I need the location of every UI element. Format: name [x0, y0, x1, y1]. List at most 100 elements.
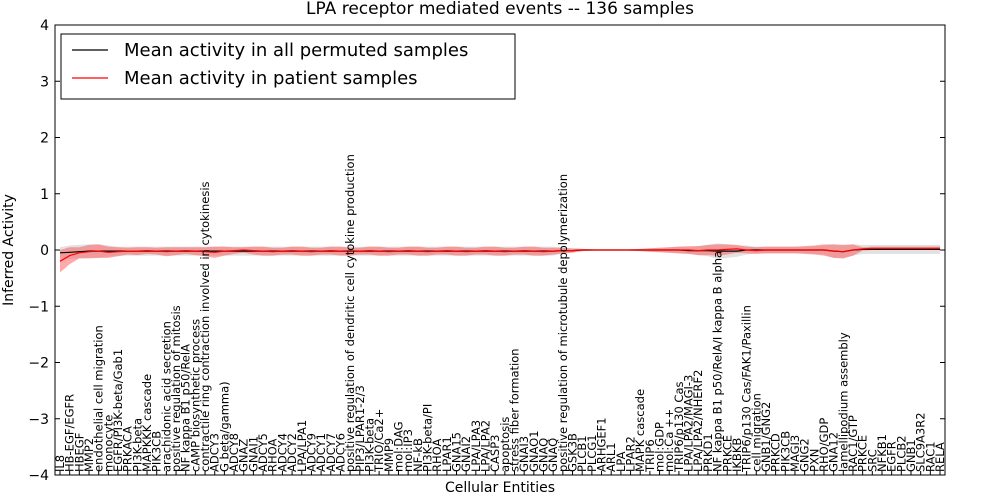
x-tick-label: TRIO/Ca2+ [372, 409, 386, 473]
x-tick-label: CASP3 [488, 435, 502, 472]
x-tick-label: EGFR [885, 441, 899, 472]
x-tick-label: contractile ring contraction involved in… [198, 181, 212, 472]
x-tick-label: LPA/LPA2/NHERF2 [691, 370, 705, 472]
x-tick-label: mol:DAG [391, 421, 405, 472]
x-tick-label: GNG2 [798, 438, 812, 472]
x-tick-label: positive regulation of dendritic cell cy… [343, 154, 357, 472]
y-axis-ticks: −4 −3 −2 −1 0 1 2 3 4 [28, 18, 945, 484]
legend-box [60, 33, 516, 100]
x-tick-label: GNB1/GNG2 [759, 402, 773, 472]
line-patient [59, 247, 940, 262]
x-tick-label: RAC1/GTP [846, 415, 860, 472]
x-tick-label: SLC9A3R2 [914, 412, 928, 472]
x-tick-label: PLCB2 [894, 435, 908, 472]
x-tick-label: LPA [614, 451, 628, 472]
x-tick-label: ADCY7 [324, 433, 338, 472]
y-tick-label: 0 [40, 243, 49, 259]
x-tick-label: RHOA [430, 439, 444, 472]
y-tick-label: 1 [40, 187, 49, 203]
x-tick-label: GNAI3 [517, 436, 531, 472]
x-tick-label: PRKCE [720, 435, 734, 472]
x-tick-label: arachidonic acid secretion [159, 321, 173, 472]
x-tick-label: mol:IP3 [401, 429, 415, 472]
confidence-bands [60, 243, 940, 273]
x-tick-label: ADCY2 [285, 433, 299, 472]
y-tick-label: 2 [40, 131, 49, 147]
x-tick-label: LPAR2 [624, 436, 638, 472]
x-tick-label: GNAQ [537, 438, 551, 472]
x-tick-label: PI3K-beta [130, 418, 144, 472]
x-tick-label: MMP9 [382, 438, 396, 472]
x-tick-label: NF-kB [411, 438, 425, 472]
series-lines [59, 247, 940, 262]
x-tick-label: PRKD1 [701, 433, 715, 472]
x-tick-label: NF kappa B1 p50/RelA [179, 344, 193, 472]
x-tick-label: ADCY8 [227, 433, 241, 472]
x-tick-label: LPA/LPA3 [469, 420, 483, 472]
x-tick-label: IKBKB [730, 438, 744, 472]
x-tick-label: GNAQ [546, 438, 560, 472]
x-tick-label: positive regulation of mitosis [169, 305, 183, 472]
y-tick-label: −1 [28, 299, 49, 315]
x-tick-label: GNA15 [449, 432, 463, 472]
x-tick-label: PIK3CB [778, 431, 792, 472]
y-tick-label: −4 [28, 468, 49, 484]
x-tick-label: PI3K-beta [362, 418, 376, 472]
x-tick-label: HBEGF [72, 433, 86, 472]
x-tick-label: monocyte [101, 415, 115, 472]
x-tick-label: MAGI3 [788, 435, 802, 472]
x-axis-label: Cellular Entities [445, 480, 555, 496]
x-tick-label: LPAR1 [440, 436, 454, 472]
plot-frame [54, 24, 946, 476]
x-tick-label: ADCY1 [314, 433, 328, 472]
x-tick-label: PXN [807, 449, 821, 472]
x-tick-label: TRIP6 [643, 439, 657, 473]
x-tick-label: GNB1 [904, 439, 918, 472]
y-tick-label: 3 [40, 74, 49, 90]
x-tick-label: PI3K-beta/PI [420, 404, 434, 472]
legend: Mean activity in all permuted samplesMea… [60, 33, 516, 100]
x-tick-label: RELA [933, 442, 947, 472]
x-tick-label: apoptosis [498, 417, 512, 472]
x-tick-label: RHO/GDP [817, 418, 831, 472]
x-tick-label: PIK3CB [150, 431, 164, 472]
x-tick-label: endothelial cell migration [92, 325, 106, 472]
x-tick-label: ARL1 [604, 442, 618, 472]
x-tick-label: LPA/LPA1 [295, 420, 309, 472]
x-tick-label: GSK3B [566, 433, 580, 472]
x-tick-label: PLCB1 [575, 435, 589, 472]
y-tick-label: −3 [28, 412, 49, 428]
x-tick-label: NF kappa B1 p50/RelA/I kappa B alpha [711, 251, 725, 472]
x-tick-label: IL8 [53, 455, 67, 472]
x-tick-label: cAMP biosynthetic process [188, 319, 202, 472]
x-tick-label: mol:GDP [653, 422, 667, 472]
x-tick-label: ADCY4 [275, 433, 289, 472]
x-tick-label: GNAI2 [459, 436, 473, 472]
x-tick-label: GNAO1 [527, 430, 541, 472]
x-tick-label: MMP2 [82, 438, 96, 472]
y-tick-label: −2 [28, 356, 49, 372]
x-tick-label: LPA/LPA2 [478, 420, 492, 472]
x-tick-label: ADCY9 [304, 433, 318, 472]
y-tick-label: 4 [40, 18, 49, 34]
legend-label: Mean activity in patient samples [124, 68, 418, 89]
y-axis-label: Inferred Activity [1, 194, 17, 306]
x-tick-label: cell migration [749, 393, 763, 472]
x-tick-label: PRKACA [121, 426, 135, 472]
x-tick-label: EGFR/PI3K-beta/Gab1 [111, 349, 125, 472]
x-tick-label: lamellipodium assembly [836, 332, 850, 472]
x-tick-label: PIP3/LPAR1-2/3 [353, 385, 367, 472]
x-tick-label: ADCY5 [256, 433, 270, 472]
x-tick-label: SRC [865, 449, 879, 472]
x-tick-label: MAPK cascade [633, 389, 647, 472]
x-tick-label: ARHGEF1 [595, 417, 609, 472]
x-tick-label: NFKB1 [875, 434, 889, 472]
x-tick-label: PRKCE [856, 435, 870, 472]
legend-label: Mean activity in all permuted samples [124, 40, 468, 61]
x-tick-label: GNAI1 [246, 436, 260, 472]
x-tick-label: PLCG1 [585, 434, 599, 472]
chart-title: LPA receptor mediated events -- 136 samp… [306, 0, 694, 19]
x-tick-label: G beta/gamma) [217, 381, 231, 472]
